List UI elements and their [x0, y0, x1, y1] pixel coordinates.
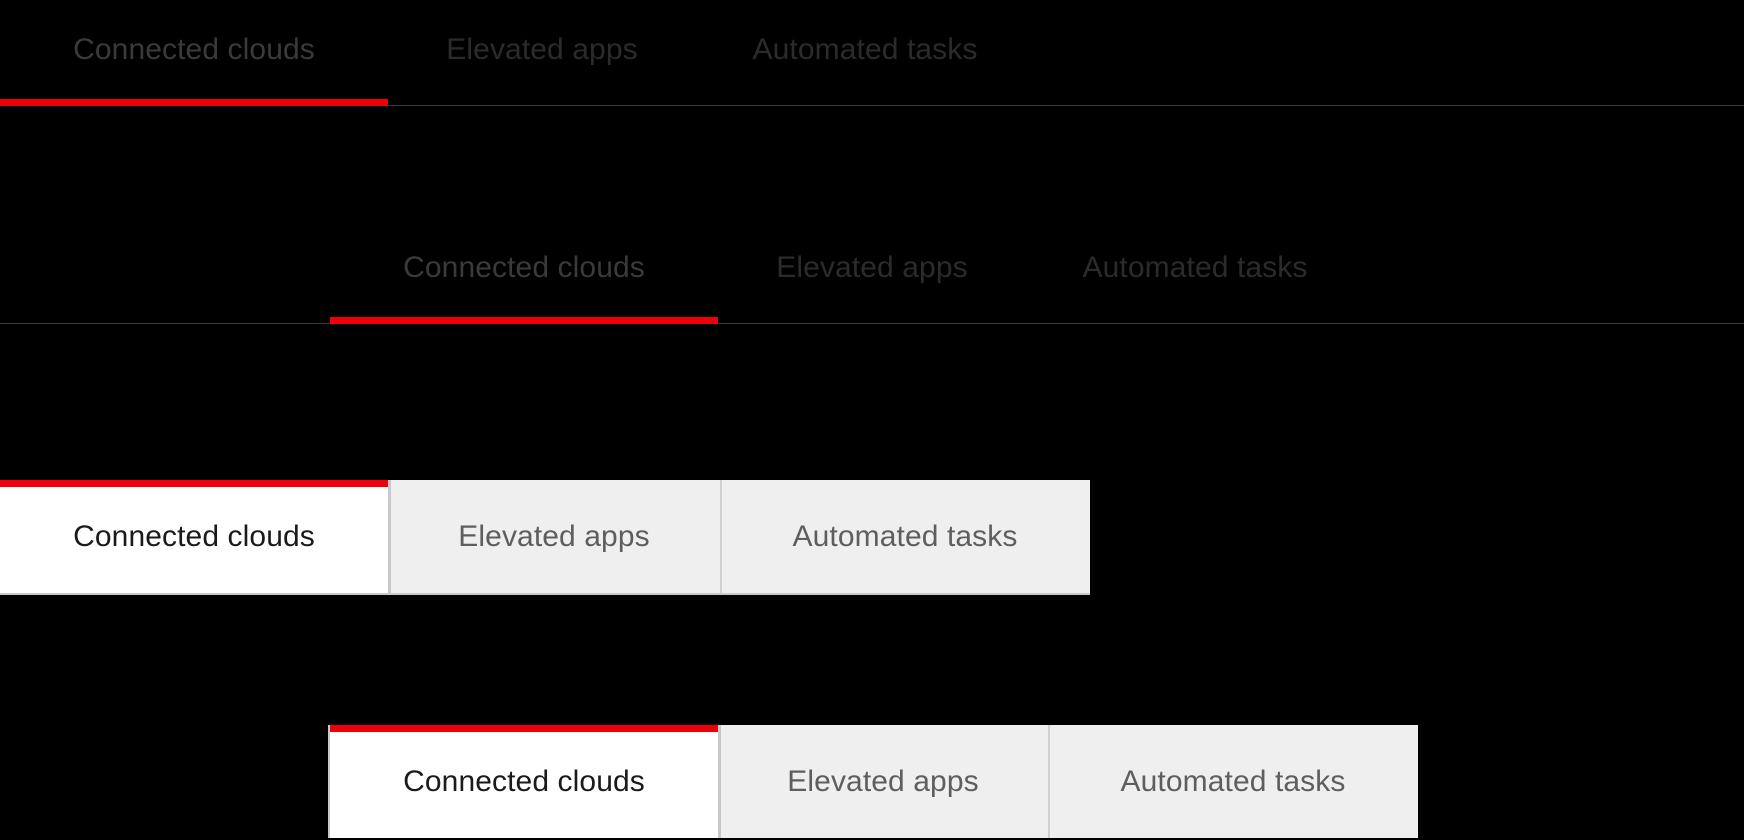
active-tab-indicator: [0, 99, 388, 106]
tabset-underline-indented: Connected clouds Elevated apps Automated…: [0, 211, 1744, 324]
tablist-baseline: [0, 105, 1744, 106]
tab-elevated-apps[interactable]: Elevated apps: [718, 211, 1026, 324]
tab-elevated-apps[interactable]: Elevated apps: [388, 0, 696, 106]
tab-automated-tasks[interactable]: Automated tasks: [1048, 725, 1418, 838]
tabset-boxed-indented: Connected clouds Elevated apps Automated…: [328, 725, 1418, 838]
tablist-leading-spacer: [0, 211, 330, 324]
tab-automated-tasks[interactable]: Automated tasks: [720, 480, 1090, 593]
tablist-baseline: [0, 323, 1744, 324]
active-tab-indicator: [330, 317, 718, 324]
tab-connected-clouds[interactable]: Connected clouds: [330, 211, 718, 324]
tab-automated-tasks[interactable]: Automated tasks: [696, 0, 1034, 106]
tab-connected-clouds[interactable]: Connected clouds: [0, 480, 388, 593]
tab-elevated-apps[interactable]: Elevated apps: [718, 725, 1048, 838]
tablist: Connected clouds Elevated apps Automated…: [0, 211, 1744, 324]
tabset-underline-flush-left: Connected clouds Elevated apps Automated…: [0, 0, 1744, 106]
tabset-left-edge: [328, 725, 330, 838]
tablist: Connected clouds Elevated apps Automated…: [0, 0, 1744, 106]
tab-elevated-apps[interactable]: Elevated apps: [388, 480, 720, 593]
tab-connected-clouds[interactable]: Connected clouds: [0, 0, 388, 106]
tabset-bottom-edge: [0, 593, 1090, 595]
tabset-boxed-flush-left: Connected clouds Elevated apps Automated…: [0, 480, 1090, 595]
tab-automated-tasks[interactable]: Automated tasks: [1026, 211, 1364, 324]
tab-connected-clouds[interactable]: Connected clouds: [330, 725, 718, 838]
